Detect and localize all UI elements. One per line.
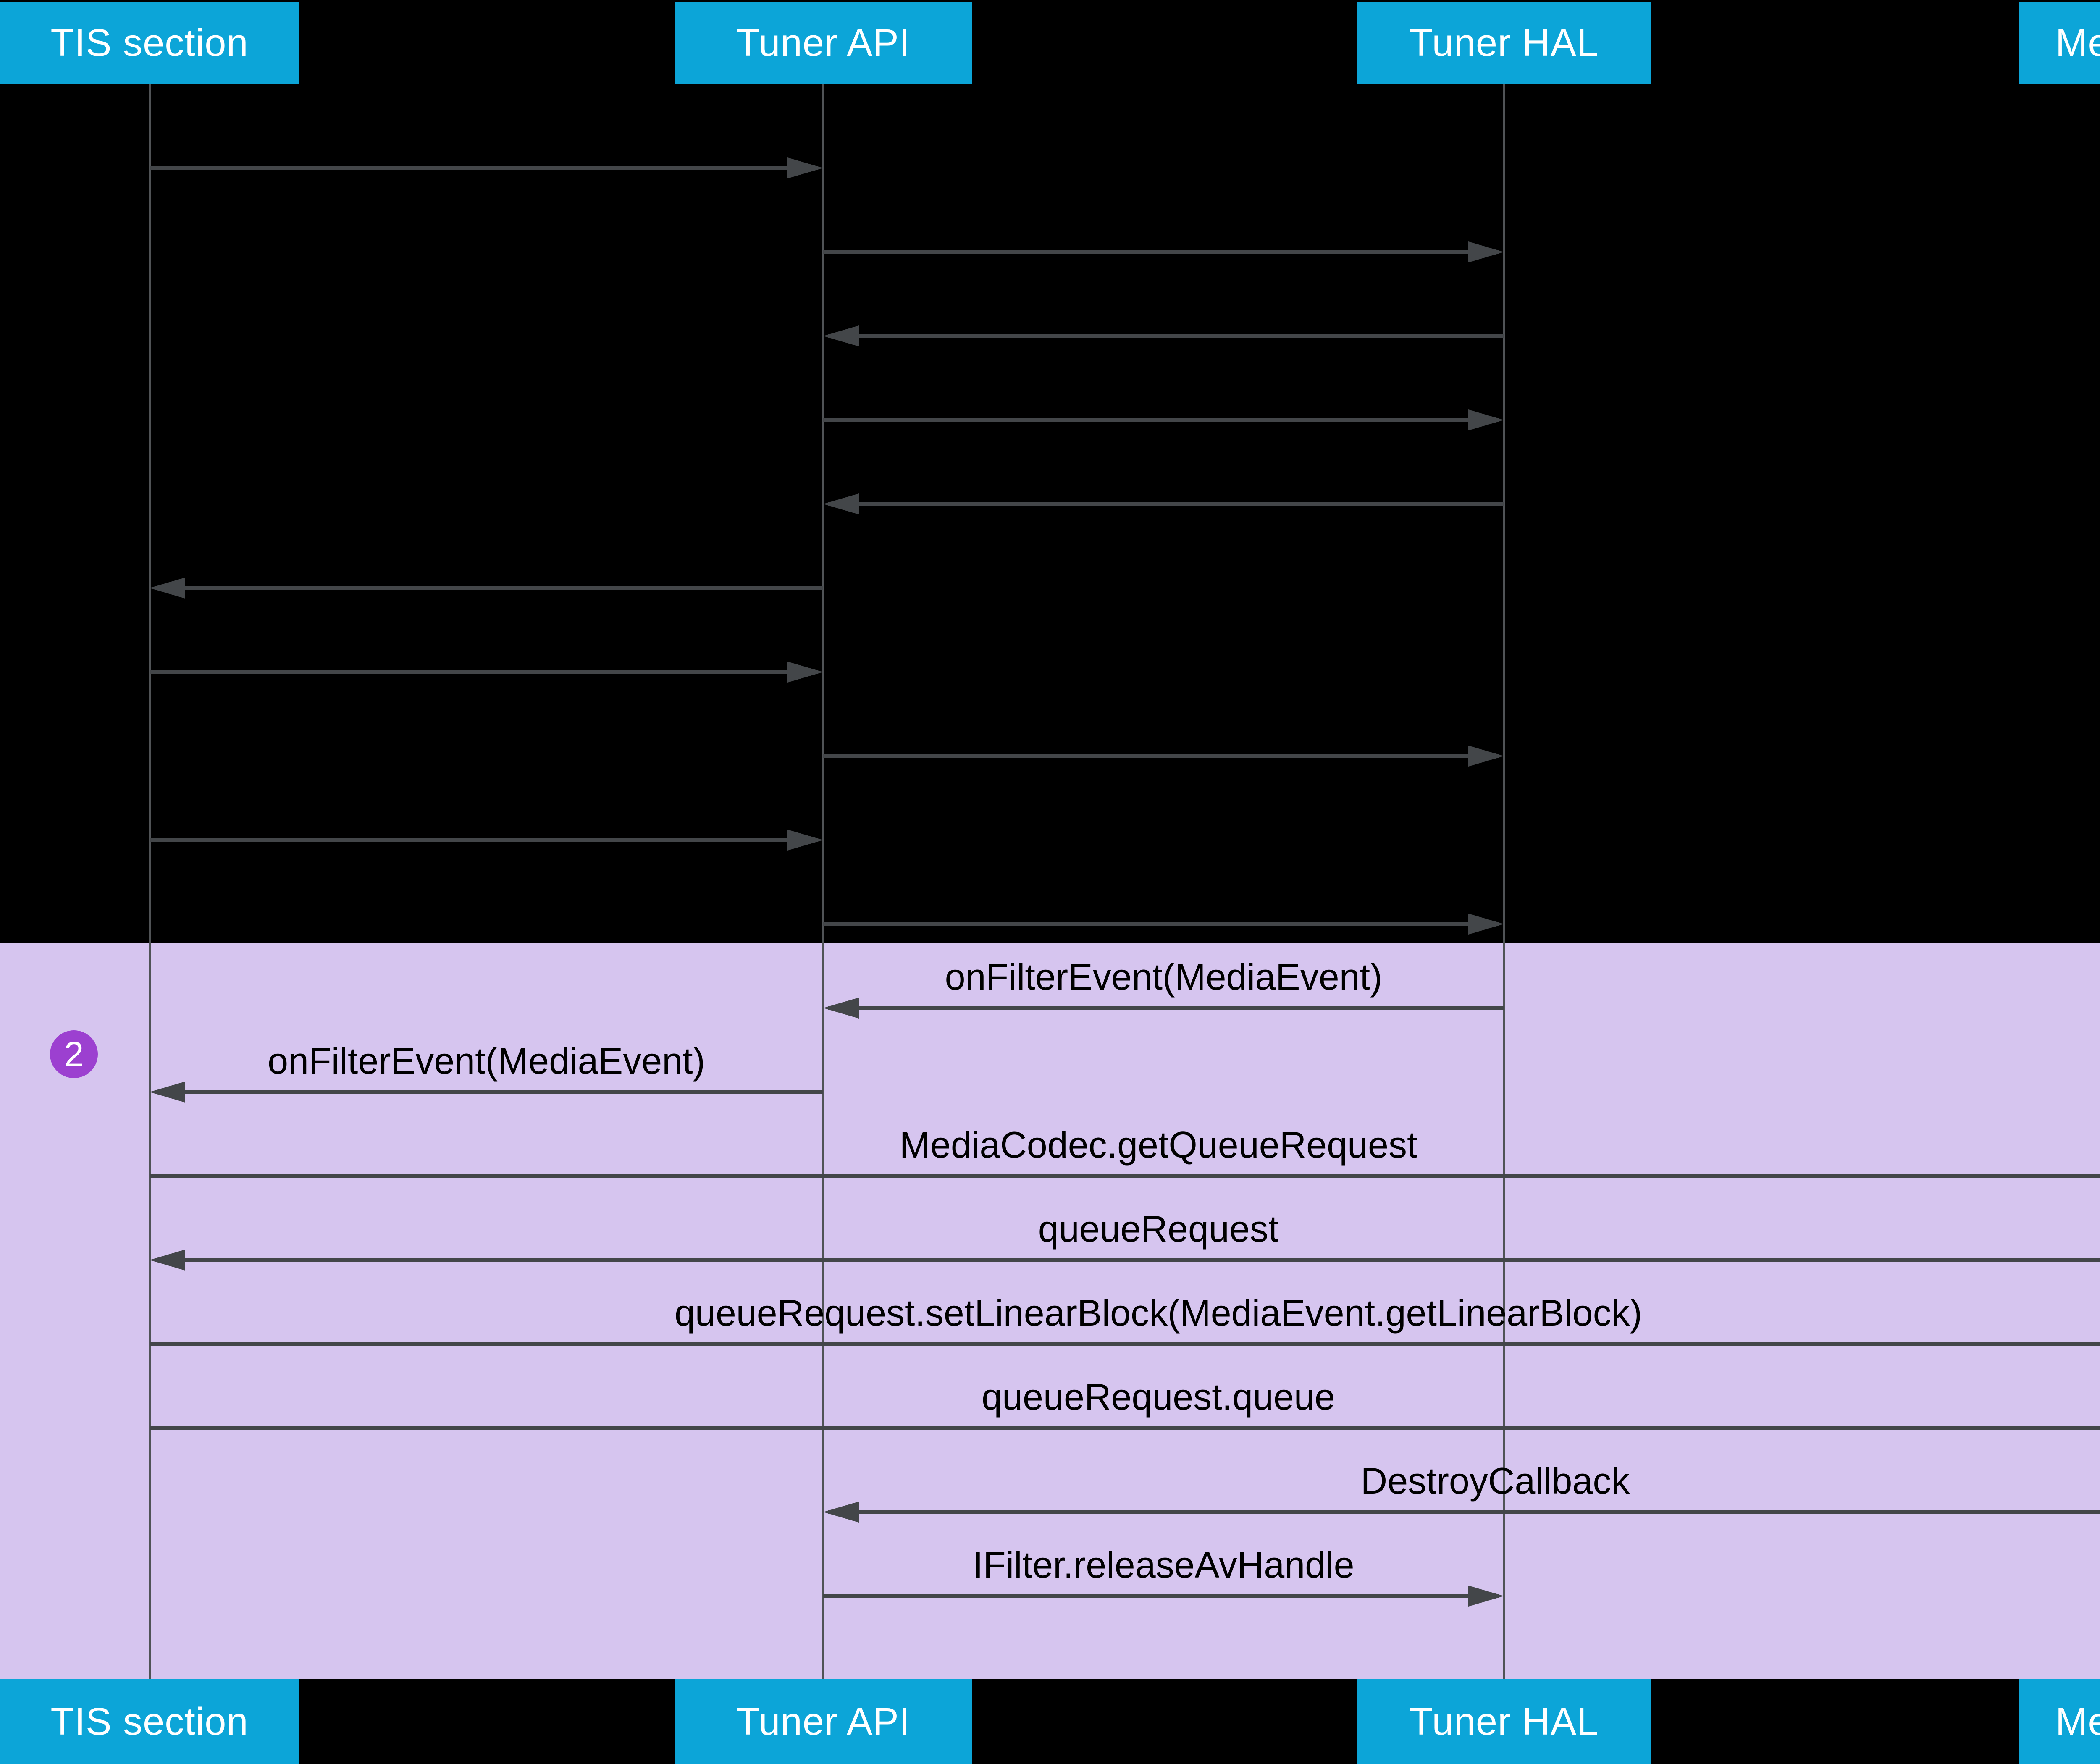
arrowhead-left-icon — [823, 998, 859, 1018]
message-line — [150, 1426, 2100, 1430]
participant-tuner_hal-header-bottom: Tuner HAL — [1357, 1679, 1651, 1764]
arrowhead-left-icon — [823, 494, 859, 514]
participant-mediacodec-header-bottom: MediaCodec — [2019, 1679, 2100, 1764]
message-line — [150, 1174, 2100, 1178]
arrowhead-right-icon — [1468, 746, 1504, 766]
message-line — [150, 838, 818, 842]
lifeline-tuner_hal — [1503, 84, 1505, 1679]
participant-tuner_api-header-bottom: Tuner API — [675, 1679, 972, 1764]
participant-tuner_hal-header-top: Tuner HAL — [1357, 2, 1651, 84]
arrowhead-left-icon — [150, 1082, 185, 1102]
message-line — [823, 922, 1499, 926]
message-line — [823, 250, 1499, 254]
highlighted-section-2 — [0, 943, 2100, 1679]
participant-tis-header-top: TIS section — [0, 2, 299, 84]
message-line — [828, 1006, 1504, 1010]
message-label: MediaCodec.getQueueRequest — [899, 1124, 1418, 1166]
arrowhead-right-icon — [1468, 410, 1504, 430]
arrowhead-right-icon — [1468, 1586, 1504, 1606]
participant-tis-header-bottom: TIS section — [0, 1679, 299, 1764]
message-label: DestroyCallback — [1360, 1460, 1630, 1502]
message-line — [150, 1342, 2100, 1346]
step-badge: 2 — [50, 1030, 98, 1078]
arrowhead-left-icon — [150, 1250, 185, 1270]
arrowhead-right-icon — [788, 662, 823, 682]
message-line — [155, 1090, 823, 1094]
message-label: queueRequest — [1038, 1208, 1279, 1250]
arrowhead-left-icon — [150, 578, 185, 598]
arrowhead-right-icon — [788, 830, 823, 850]
lifeline-tuner_api — [822, 84, 824, 1679]
message-line — [828, 334, 1504, 338]
message-label: queueRequest.queue — [982, 1376, 1335, 1418]
arrowhead-left-icon — [823, 326, 859, 346]
message-label: onFilterEvent(MediaEvent) — [945, 956, 1383, 998]
message-line — [155, 586, 823, 590]
message-line — [155, 1258, 2100, 1262]
arrowhead-right-icon — [788, 158, 823, 178]
message-line — [150, 670, 818, 674]
message-label: onFilterEvent(MediaEvent) — [268, 1040, 705, 1082]
message-line — [823, 754, 1499, 758]
arrowhead-right-icon — [1468, 242, 1504, 262]
message-label: queueRequest.setLinearBlock(MediaEvent.g… — [674, 1292, 1643, 1334]
participant-tuner_api-header-top: Tuner API — [675, 2, 972, 84]
message-label: IFilter.releaseAvHandle — [973, 1544, 1354, 1586]
message-line — [828, 502, 1504, 506]
arrowhead-left-icon — [823, 1502, 859, 1522]
lifeline-tis — [149, 84, 151, 1679]
message-line — [828, 1510, 2100, 1514]
arrowhead-right-icon — [1468, 914, 1504, 934]
message-line — [150, 166, 818, 170]
message-line — [823, 1594, 1499, 1598]
participant-mediacodec-header-top: MediaCodec — [2019, 2, 2100, 84]
message-line — [823, 418, 1499, 422]
